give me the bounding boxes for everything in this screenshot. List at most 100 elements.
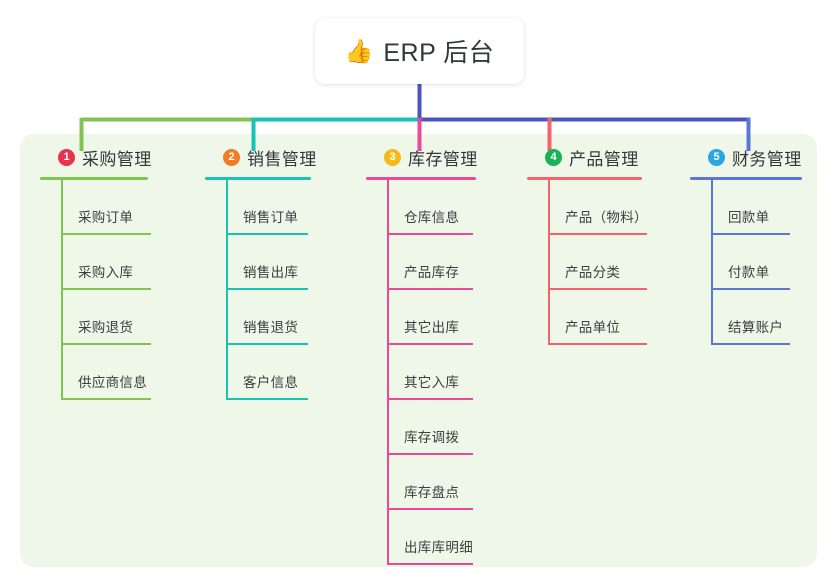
branch-item[interactable]: 销售退货 (228, 290, 317, 345)
branch-item-label: 销售出库 (243, 265, 299, 280)
branch-item-label: 结算账户 (728, 320, 784, 335)
branch-item-underline (63, 233, 151, 235)
branch-column-4: 4 产品管理产品（物料） 产品分类产品单位 (527, 143, 648, 345)
branch-spine (387, 180, 389, 565)
branch-title: 库存管理 (408, 149, 478, 169)
branch-number-badge: 4 (545, 148, 562, 166)
branch-underline (40, 177, 148, 180)
branch-item[interactable]: 销售订单 (228, 180, 317, 235)
branch-item-underline (713, 233, 790, 235)
branch-item-underline (228, 398, 308, 400)
branch-item[interactable]: 出库库明细 (389, 510, 478, 565)
branches-background-panel (20, 134, 817, 567)
branch-number-badge: 5 (708, 148, 725, 166)
branch-item-list: 产品（物料） 产品分类产品单位 (527, 180, 648, 345)
branch-item-label: 供应商信息 (78, 375, 147, 390)
branch-item-label: 仓库信息 (404, 210, 460, 225)
branch-item-label: 采购订单 (78, 210, 134, 225)
branch-item[interactable]: 客户信息 (228, 345, 317, 400)
branch-item-underline (550, 288, 647, 290)
branch-spine (61, 180, 63, 400)
branch-item-label: 回款单 (728, 210, 770, 225)
branch-column-3: 3 库存管理仓库信息产品库存其它出库其它入库库存调拨库存盘点出库库明细 (366, 143, 478, 565)
branch-item[interactable]: 产品单位 (550, 290, 647, 345)
thumbs-up-icon: 👍 (344, 37, 374, 64)
branch-item[interactable]: 库存调拨 (389, 400, 478, 455)
branch-column-2: 2 销售管理销售订单销售出库销售退货客户信息 (205, 143, 317, 400)
branch-item-list: 回款单付款单结算账户 (690, 180, 802, 345)
branch-header-5[interactable]: 5 财务管理 (690, 143, 802, 171)
branch-spine (548, 180, 550, 345)
branch-item-label: 客户信息 (243, 375, 299, 390)
branch-item-underline (63, 288, 151, 290)
branch-item-label: 库存调拨 (404, 430, 460, 445)
branch-item-label: 付款单 (728, 265, 770, 280)
branch-underline (205, 177, 311, 180)
branch-underline (690, 177, 802, 180)
branch-item-underline (713, 343, 790, 345)
branch-item-list: 销售订单销售出库销售退货客户信息 (205, 180, 317, 400)
branch-item[interactable]: 产品库存 (389, 235, 478, 290)
branch-item-underline (389, 343, 473, 345)
branch-item-underline (63, 398, 151, 400)
branch-item[interactable]: 销售出库 (228, 235, 317, 290)
branch-title: 销售管理 (247, 149, 317, 169)
branch-item-underline (389, 508, 473, 510)
branch-item[interactable]: 供应商信息 (63, 345, 152, 400)
branch-item-underline (228, 288, 308, 290)
branch-item-underline (389, 398, 473, 400)
branch-item-underline (228, 343, 308, 345)
branch-item-label: 其它入库 (404, 375, 460, 390)
branch-item[interactable]: 采购订单 (63, 180, 152, 235)
branch-item-list: 采购订单采购入库采购退货供应商信息 (40, 180, 152, 400)
branch-item-underline (63, 343, 151, 345)
branch-item-label: 产品单位 (565, 320, 621, 335)
branch-number-badge: 2 (223, 148, 240, 166)
branch-item-underline (389, 233, 473, 235)
branch-spine (711, 180, 713, 345)
branch-item-label: 产品（物料） (565, 210, 648, 225)
root-title: ERP 后台 (383, 39, 495, 67)
branch-item-underline (228, 233, 308, 235)
branch-column-1: 1 采购管理采购订单采购入库采购退货供应商信息 (40, 143, 152, 400)
branch-item-underline (389, 563, 473, 565)
branch-spine (226, 180, 228, 400)
branch-underline (366, 177, 476, 180)
branch-item-label: 产品分类 (565, 265, 621, 280)
branch-header-3[interactable]: 3 库存管理 (366, 143, 478, 171)
branch-item-label: 库存盘点 (404, 485, 460, 500)
branch-number-badge: 1 (58, 148, 75, 166)
branch-underline (527, 177, 642, 180)
branch-item[interactable]: 库存盘点 (389, 455, 478, 510)
branch-item-underline (550, 343, 647, 345)
branch-item[interactable]: 采购退货 (63, 290, 152, 345)
branch-item-label: 采购入库 (78, 265, 134, 280)
branch-item[interactable]: 产品分类 (550, 235, 647, 290)
branch-item[interactable]: 采购入库 (63, 235, 152, 290)
branch-item[interactable]: 结算账户 (713, 290, 802, 345)
branch-column-5: 5 财务管理回款单付款单结算账户 (690, 143, 802, 345)
branch-header-1[interactable]: 1 采购管理 (40, 143, 152, 171)
branch-item[interactable]: 其它入库 (389, 345, 478, 400)
branch-number-badge: 3 (384, 148, 401, 166)
branch-item-label: 销售订单 (243, 210, 299, 225)
branch-header-4[interactable]: 4 产品管理 (527, 143, 642, 171)
root-node[interactable]: 👍 ERP 后台 (315, 18, 524, 84)
branch-header-2[interactable]: 2 销售管理 (205, 143, 317, 171)
branch-item[interactable]: 其它出库 (389, 290, 478, 345)
branch-item-list: 仓库信息产品库存其它出库其它入库库存调拨库存盘点出库库明细 (366, 180, 478, 565)
branch-item-underline (389, 288, 473, 290)
branch-title: 财务管理 (732, 149, 802, 169)
branch-item[interactable]: 回款单 (713, 180, 802, 235)
branch-title: 采购管理 (82, 149, 152, 169)
branch-item-label: 其它出库 (404, 320, 460, 335)
branch-item-label: 产品库存 (404, 265, 460, 280)
branch-item-underline (389, 453, 473, 455)
branch-title: 产品管理 (569, 149, 639, 169)
branch-item-underline (550, 233, 647, 235)
branch-item-label: 采购退货 (78, 320, 134, 335)
branch-item[interactable]: 产品（物料） (550, 180, 648, 235)
branch-item[interactable]: 付款单 (713, 235, 802, 290)
branch-item[interactable]: 仓库信息 (389, 180, 478, 235)
